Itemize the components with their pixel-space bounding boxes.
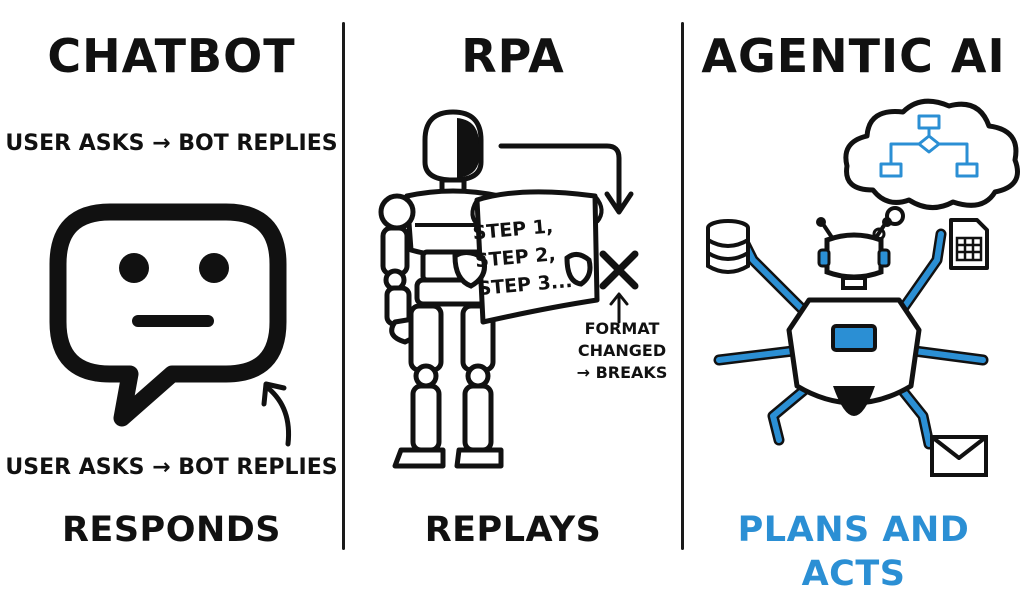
chatbot-panel: CHATBOT USER ASKS → BOT REPLIES USER ASK…	[0, 0, 343, 572]
divider-left	[342, 22, 345, 550]
flowchart-icon	[879, 114, 979, 178]
rpa-note: FORMAT CHANGED → BREAKS	[567, 318, 677, 384]
divider-right	[681, 22, 684, 550]
curved-arrow-icon	[261, 381, 292, 447]
chatbot-footer: RESPONDS	[61, 510, 282, 550]
chatbot-caption-bottom: USER ASKS → BOT REPLIES	[5, 455, 338, 480]
rpa-footer: REPLAYS	[424, 510, 602, 550]
rpa-title: RPA	[461, 29, 565, 83]
note-line-2: CHANGED	[577, 341, 667, 360]
robot-icon	[378, 109, 604, 469]
database-icon	[706, 219, 750, 274]
up-arrow-icon	[609, 292, 629, 324]
agentic-title: AGENTIC AI	[701, 29, 1006, 83]
spreadsheet-icon	[949, 218, 989, 270]
rpa-panel: RPA	[345, 0, 681, 572]
chatbot-caption-top: USER ASKS → BOT REPLIES	[5, 131, 338, 156]
note-line-1: FORMAT	[584, 319, 660, 338]
agentic-panel: AGENTIC AI	[683, 0, 1024, 594]
thought-cloud-icon	[843, 98, 1020, 241]
envelope-icon	[930, 435, 988, 477]
flow-arrow-icon	[498, 143, 634, 215]
broken-x-icon	[599, 250, 639, 290]
chat-bubble-icon	[49, 203, 287, 427]
note-line-3: → BREAKS	[576, 363, 668, 382]
chatbot-title: CHATBOT	[47, 29, 296, 83]
agentic-footer: PLANS AND ACTS	[737, 510, 970, 594]
